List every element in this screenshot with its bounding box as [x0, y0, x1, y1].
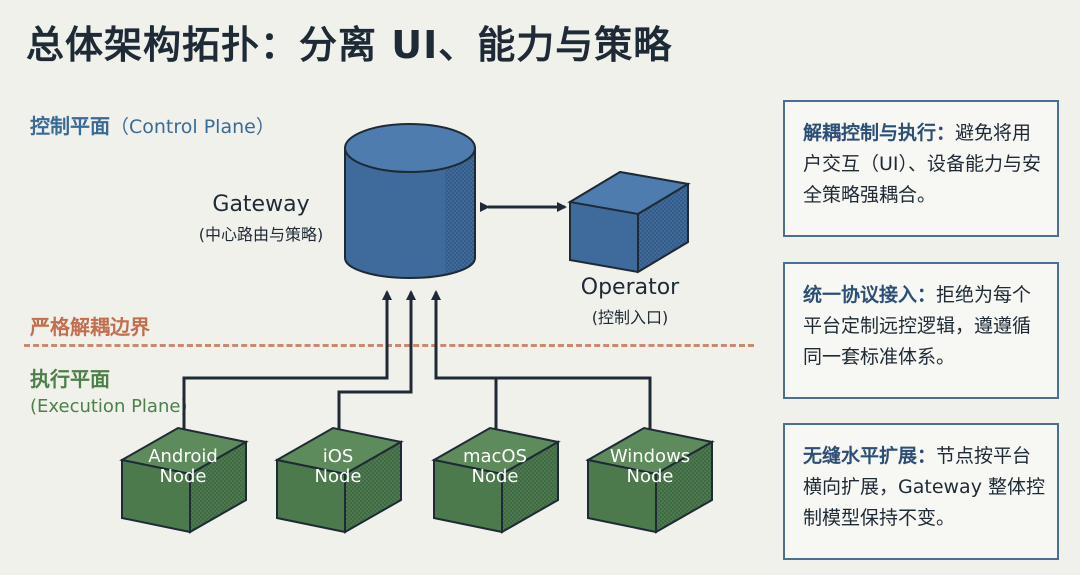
- node-cube-icon-windows: [585, 426, 715, 534]
- execution-plane-en: (Execution Plane): [30, 396, 188, 417]
- card-decouple-head: 解耦控制与执行：: [803, 122, 956, 144]
- control-plane-label: 控制平面（Control Plane）: [30, 110, 275, 139]
- node-ios-line2: Node: [314, 466, 362, 487]
- node-macos-line2: Node: [471, 466, 519, 487]
- boundary-label: 严格解耦边界: [30, 315, 150, 339]
- principle-card-scale: 无缝水平扩展：节点按平台横向扩展，Gateway 整体控制模型保持不变。: [783, 423, 1059, 560]
- operator-sub: (控制入口): [591, 308, 669, 327]
- node-cube-icon-android: [119, 426, 249, 534]
- card-scale-body: 节点按平台横向扩展，Gateway 整体控制模型保持不变。: [803, 445, 1045, 529]
- page-title: 总体架构拓扑：分离 UI、能力与策略: [26, 23, 673, 67]
- control-plane-cn: 控制平面: [30, 114, 110, 138]
- execution-plane-cn: 执行平面: [30, 367, 110, 391]
- node-macos-line1: macOS: [462, 446, 528, 467]
- execution-plane-label: 执行平面 (Execution Plane): [30, 363, 187, 417]
- card-scale-head: 无缝水平扩展：: [803, 445, 937, 467]
- control-plane-en: （Control Plane）: [110, 116, 275, 138]
- operator-name: Operator: [580, 275, 680, 300]
- node-cube-icon-macos: [431, 426, 561, 534]
- operator-label: Operator (控制入口): [570, 275, 690, 328]
- card-protocol-head: 统一协议接入：: [803, 284, 937, 306]
- principle-card-decouple: 解耦控制与执行：避免将用户交互（UI）、设备能力与安全策略强耦合。: [783, 100, 1059, 237]
- node-windows-label: Windows Node: [595, 447, 705, 487]
- principle-card-protocol: 统一协议接入：拒绝为每个平台定制远控逻辑，遵遵循同一套标准体系。: [783, 262, 1059, 399]
- gateway-name: Gateway: [212, 192, 310, 217]
- node-windows-line1: Windows: [609, 446, 691, 467]
- node-cube-icon-ios: [274, 426, 404, 534]
- node-gateway-connectors: [182, 290, 652, 452]
- node-windows-line2: Node: [626, 466, 674, 487]
- node-android-label: Android Node: [128, 447, 238, 487]
- node-macos-label: macOS Node: [440, 447, 550, 487]
- boundary-dashed-line: [24, 344, 754, 347]
- operator-cube-icon: [567, 170, 691, 274]
- node-ios-label: iOS Node: [283, 447, 393, 487]
- node-ios-line1: iOS: [322, 446, 354, 467]
- gateway-sub: (中心路由与策略): [198, 225, 324, 244]
- node-android-line1: Android: [148, 446, 218, 467]
- node-android-line2: Node: [159, 466, 207, 487]
- card-decouple-body: 避免将用户交互（UI）、设备能力与安全策略强耦合。: [803, 122, 1042, 206]
- gateway-label: Gateway (中心路由与策略): [186, 192, 336, 245]
- card-protocol-body: 拒绝为每个平台定制远控逻辑，遵遵循同一套标准体系。: [803, 284, 1032, 368]
- gateway-cylinder-icon: [344, 123, 476, 279]
